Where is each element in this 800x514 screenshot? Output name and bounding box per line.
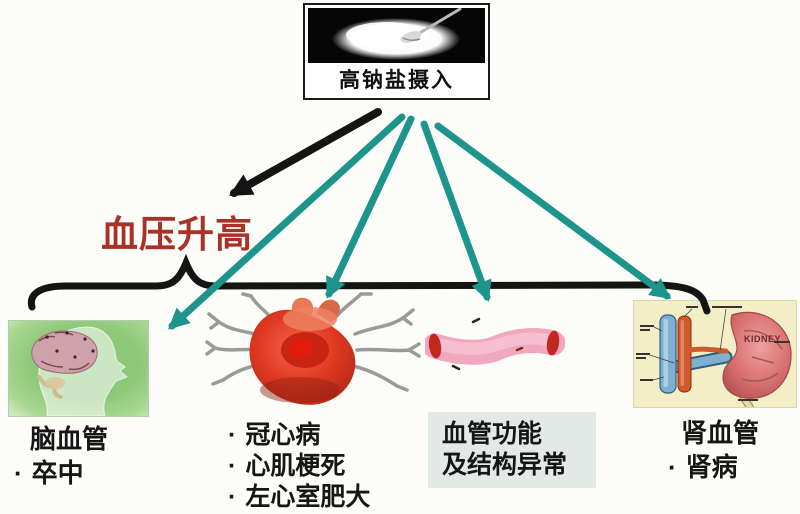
vessel-caption-box: 血管功能 及结构异常 [428,412,596,488]
heart-outcome-item: · 左心室肥大 [228,482,370,513]
brain-caption: 脑血管 [30,424,109,454]
brain-item-label: 卒中 [31,458,84,488]
salt-intake-label: 高钠盐摄入 [339,69,454,92]
brain-head-icon [31,326,128,417]
bullet-glyph: · [14,458,23,488]
salt-pile-icon [332,8,462,60]
salt-intake-box: 高钠盐摄入 [303,3,490,100]
hypertension-label: 血压升高 [101,214,253,255]
arrow-to-kidney [434,122,672,300]
heart-outcome-item: · 心肌梗死 [228,451,370,482]
brain-image [8,320,149,417]
bullet-glyph: · [228,421,237,449]
vessel-caption-line: 血管功能 [442,420,543,448]
arrow-to-heart [325,115,415,299]
blood-vessel-icon [422,317,566,371]
heart-icon [205,292,421,405]
kidney-image: KIDNEY [633,300,797,411]
bullet-glyph: · [668,452,677,482]
vessel-caption-line: 及结构异常 [442,451,568,479]
kidney-caption: 肾血管 [681,418,760,448]
heart-item-label: 心肌梗死 [245,452,346,480]
kidney-item-label: 肾病 [685,452,738,482]
arrow-to-vessel [420,120,492,302]
kidney-anatomy-icon: KIDNEY [636,306,792,411]
heart-outcome-list: · 冠心病 · 心肌梗死 · 左心室肥大 [228,420,370,513]
brain-outcome-item: · 卒中 [14,453,84,490]
blood-vessel-image [422,316,566,374]
salt-image [308,8,485,63]
kidney-diagram-label: KIDNEY [744,334,781,344]
kidney-outcome-item: · 肾病 [668,447,738,484]
bullet-glyph: · [228,483,237,511]
bullet-glyph: · [228,452,237,480]
heart-image [205,292,440,414]
heart-item-label: 冠心病 [245,421,321,449]
heart-outcome-item: · 冠心病 [228,420,370,451]
heart-item-label: 左心室肥大 [245,483,371,511]
arrow-to-hypertension [228,108,382,197]
